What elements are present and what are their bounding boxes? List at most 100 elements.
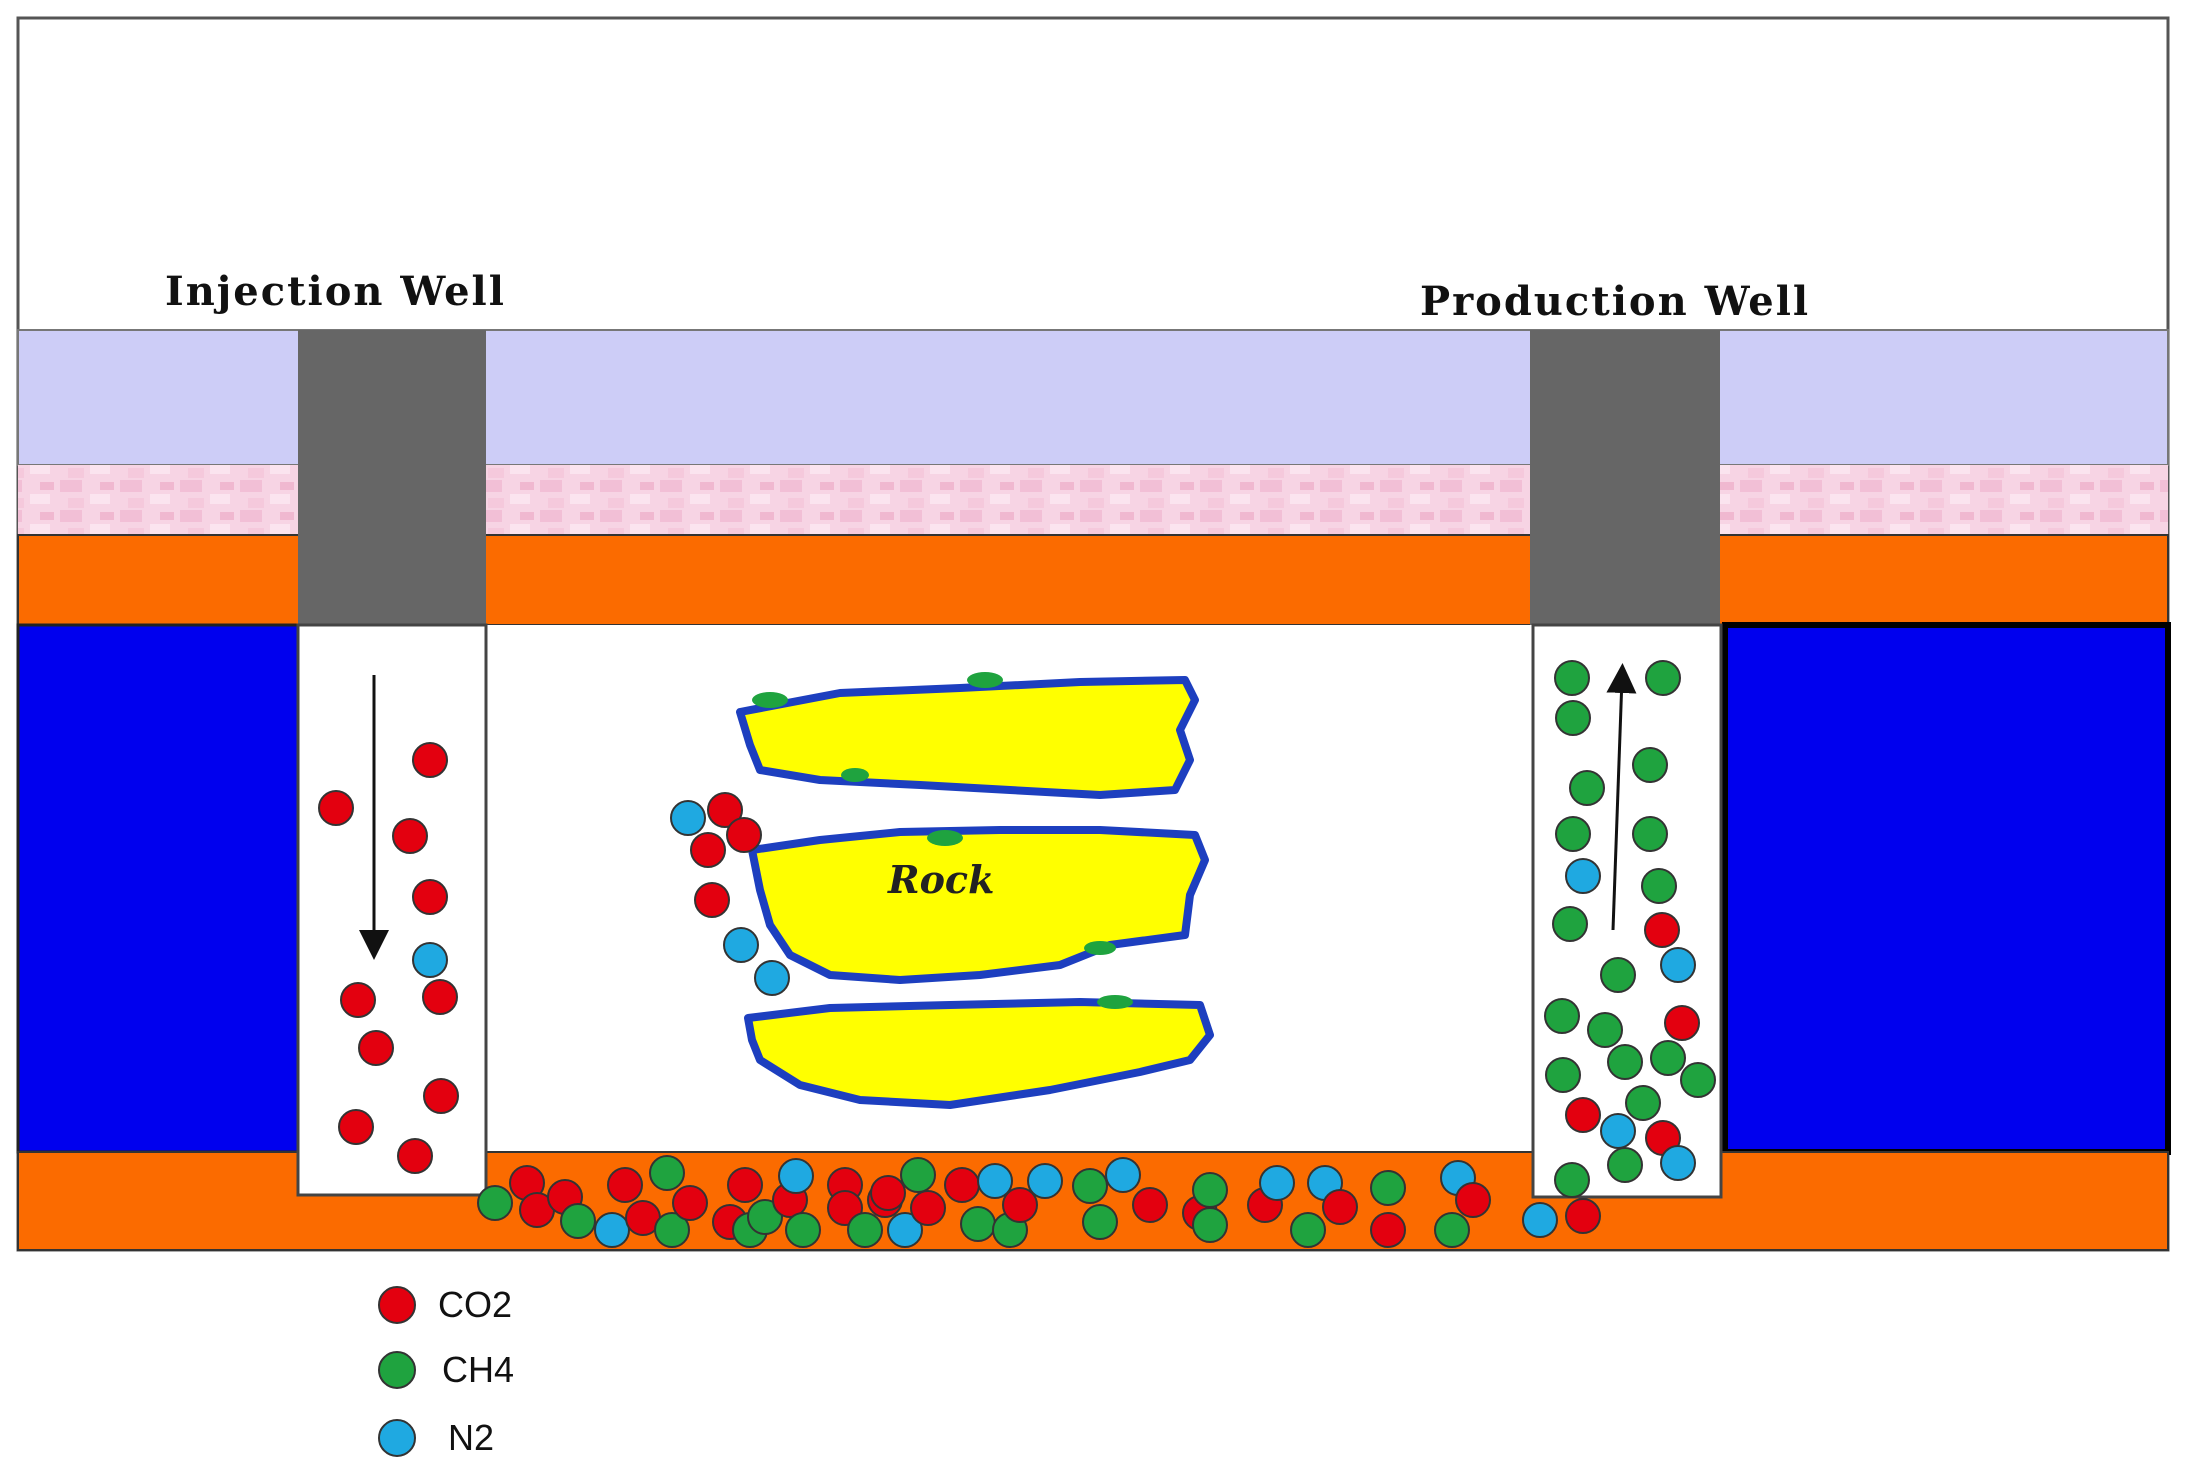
legend-item-ch4: CH4 [378,1349,514,1390]
legend-item-n2: N2 [378,1417,494,1458]
ch4-molecule [477,1185,513,1221]
ch4-molecule [1569,770,1605,806]
ch4-molecule [1544,998,1580,1034]
ch4-molecule [1072,1168,1108,1204]
legend-swatch-ch4 [378,1351,416,1389]
n2-molecule [778,1158,814,1194]
ch4-molecule [1554,660,1590,696]
ch4-molecule [1625,1085,1661,1121]
ch4-molecule [1192,1207,1228,1243]
n2-molecule [1259,1165,1295,1201]
co2-molecule [412,879,448,915]
ch4-molecule [960,1206,996,1242]
ch4-molecule [747,1199,783,1235]
co2-molecule [944,1167,980,1203]
co2-molecule [707,792,743,828]
n2-molecule [1660,1145,1696,1181]
n2-molecule [1565,858,1601,894]
n2-molecule [1522,1202,1558,1238]
n2-molecule [887,1212,923,1248]
injection-well-label: Injection Well [165,268,506,315]
n2-molecule [594,1212,630,1248]
legend-swatch-co2 [378,1286,416,1324]
n2-molecule [977,1163,1013,1199]
legend-label-ch4: CH4 [442,1349,514,1390]
rock-grain-middle: Rock [748,826,1209,984]
co2-molecule [1322,1189,1358,1225]
legend-label-n2: N2 [448,1417,494,1458]
production-flow-arrow [1606,663,1637,931]
aquifer-left [16,623,302,1154]
n2-molecule [1600,1113,1636,1149]
ch4-molecule [654,1212,690,1248]
ch4-molecule [1434,1212,1470,1248]
co2-molecule [1370,1212,1406,1248]
ch4-molecule [900,1157,936,1193]
co2-molecule [397,1138,433,1174]
co2-molecule [910,1190,946,1226]
co2-molecule [727,1167,763,1203]
ch4-molecule [1607,1147,1643,1183]
ch4-molecule [560,1203,596,1239]
co2-molecule [607,1167,643,1203]
co2-molecule [1565,1097,1601,1133]
legend-label-co2: CO2 [438,1284,512,1325]
ch4-molecule [1645,660,1681,696]
ch4-molecule [1555,816,1591,852]
ch4-molecule [1632,816,1668,852]
co2-molecule [318,790,354,826]
production-well-label: Production Well [1420,278,1810,325]
co2-molecule [1455,1182,1491,1218]
co2-molecule [1132,1187,1168,1223]
ch4-molecule [1632,747,1668,783]
co2-molecule [340,982,376,1018]
co2-molecule [422,979,458,1015]
n2-molecule [754,960,790,996]
legend-item-co2: CO2 [378,1284,512,1325]
ch4-molecule [1650,1040,1686,1076]
ch4-molecule [1555,700,1591,736]
co2-molecule [1565,1198,1601,1234]
co2-molecule [1002,1187,1038,1223]
ch4-molecule [1587,1012,1623,1048]
injection-well-casing [298,330,486,625]
ch4-molecule [785,1212,821,1248]
co2-molecule [338,1109,374,1145]
n2-molecule [723,927,759,963]
co2-molecule [412,742,448,778]
legend-swatch-n2 [378,1419,416,1457]
ch4-molecule [1545,1057,1581,1093]
ch4-molecule [1290,1212,1326,1248]
ch4-molecule [1192,1172,1228,1208]
n2-molecule [670,800,706,836]
co2-molecule [392,818,428,854]
n2-molecule [1105,1157,1141,1193]
ch4-molecule [1554,1162,1590,1198]
co2-molecule [726,817,762,853]
legend: CO2 CH4 N2 [378,1284,514,1458]
co2-molecule [423,1078,459,1114]
co2-molecule [358,1030,394,1066]
ch4-molecule [1370,1170,1406,1206]
injection-well-bore [296,623,488,1197]
co2-molecule [690,832,726,868]
ch4-molecule [847,1212,883,1248]
co2-molecule [1664,1005,1700,1041]
co2-molecule [1644,912,1680,948]
rock-label: Rock [887,857,994,902]
rock-grain-bottom [744,995,1214,1109]
production-well-casing [1530,330,1720,625]
co2-molecule [694,882,730,918]
n2-molecule [1027,1163,1063,1199]
n2-molecule [412,942,448,978]
rock-grain-top [736,672,1199,799]
ch4-molecule [1641,868,1677,904]
gas-molecules [318,660,1716,1248]
ch4-molecule [1607,1044,1643,1080]
ch4-molecule [1082,1204,1118,1240]
ch4-molecule [1680,1062,1716,1098]
ch4-molecule [1552,906,1588,942]
co2-molecule [672,1185,708,1221]
ch4-molecule [1600,957,1636,993]
